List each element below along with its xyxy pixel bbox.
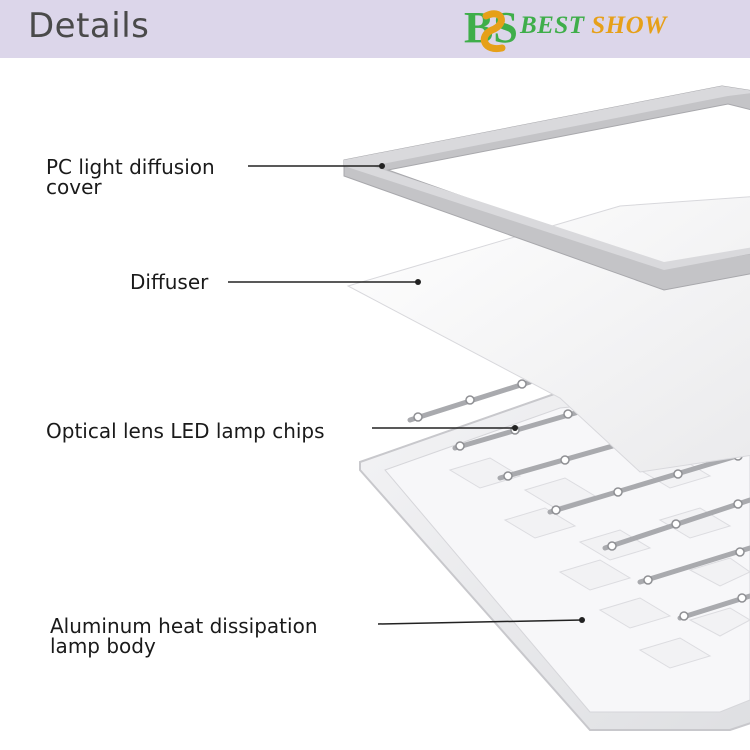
- leader-dots: [379, 163, 585, 623]
- label-lamp-body: Aluminum heat dissipation lamp body: [50, 616, 318, 656]
- cover-frame: [343, 85, 750, 291]
- page-title: Details: [28, 6, 150, 46]
- brand-name-part2: SHOW: [591, 12, 667, 39]
- logo-mark-icon: BS: [464, 3, 516, 53]
- label-lamp-body-line1: Aluminum heat dissipation: [50, 614, 318, 638]
- label-pc-cover-line1: PC light diffusion: [46, 155, 215, 179]
- exploded-panel-illustration: [228, 85, 750, 731]
- leader-lines: [228, 165, 583, 625]
- brand-logo: BS BEST SHOW: [462, 2, 742, 58]
- label-pc-cover: PC light diffusion cover: [46, 157, 215, 197]
- header-banner: Details BS BEST SHOW: [0, 0, 750, 58]
- led-chips: [413, 379, 747, 621]
- brand-name-part1: BEST: [520, 12, 585, 39]
- label-lamp-body-line2: lamp body: [50, 634, 156, 658]
- label-pc-cover-line2: cover: [46, 175, 102, 199]
- brand-name: BEST SHOW: [520, 12, 667, 40]
- label-led-chips: Optical lens LED lamp chips: [46, 419, 325, 443]
- label-diffuser: Diffuser: [130, 270, 209, 294]
